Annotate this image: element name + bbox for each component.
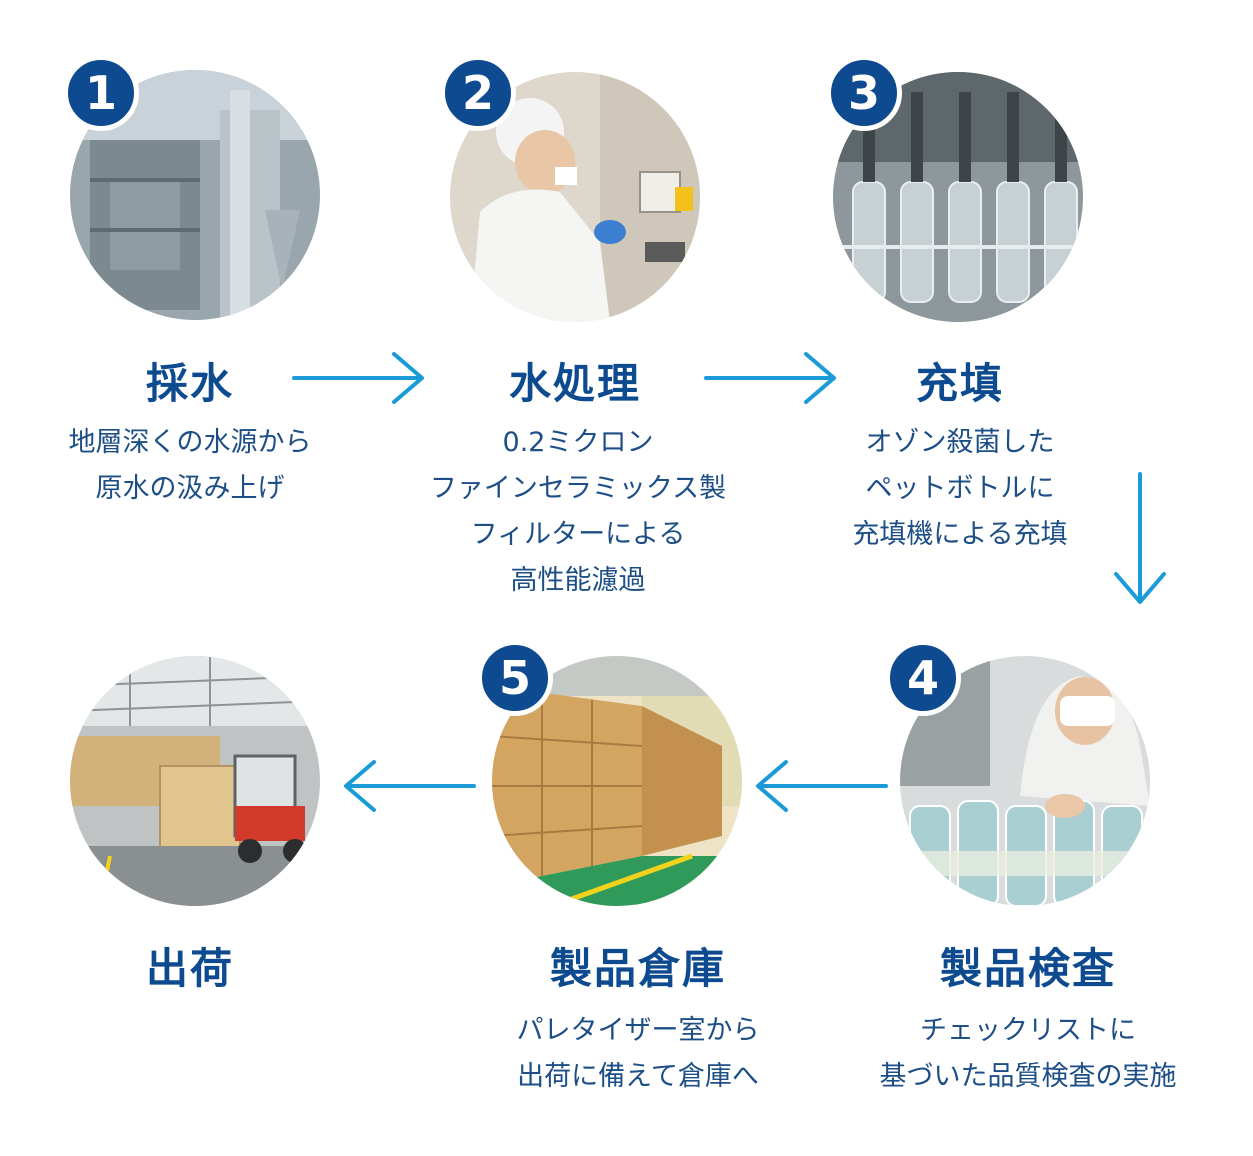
arrow-left-icon (756, 760, 888, 812)
arrow-left-icon (344, 760, 476, 812)
desc-line: ファインセラミックス製 (429, 473, 727, 504)
step-desc-water-intake: 地層深くの水源から 原水の汲み上げ (0, 420, 380, 512)
step-title-shipping: 出荷 (145, 944, 234, 993)
step-title-water-treatment: 水処理 (508, 359, 641, 408)
desc-line: チェックリストに (920, 1015, 1136, 1046)
desc-line: オゾン殺菌した (865, 427, 1055, 458)
desc-line: 出荷に備えて倉庫へ (517, 1061, 759, 1092)
desc-line: ペットボトルに (865, 473, 1055, 504)
step-number-badge-5: 5 (477, 640, 553, 716)
step-number-badge-3: 3 (826, 55, 902, 131)
step-title-product-inspection: 製品検査 (939, 944, 1116, 993)
desc-line: フィルターによる (470, 519, 686, 550)
step-title-product-warehouse: 製品倉庫 (549, 944, 726, 993)
step-number-badge-1: 1 (63, 55, 139, 131)
desc-line: 充填機による充填 (852, 519, 1068, 550)
step-number-badge-2: 2 (440, 55, 516, 131)
photo-product-warehouse (492, 656, 742, 906)
desc-line: 地層深くの水源から (68, 427, 312, 458)
desc-line: パレタイザー室から (516, 1015, 760, 1046)
step-title-water-intake: 採水 (145, 359, 234, 408)
desc-line: 原水の汲み上げ (95, 473, 285, 504)
desc-line: 高性能濾過 (510, 565, 646, 596)
desc-line: 基づいた品質検査の実施 (879, 1061, 1177, 1092)
desc-line: 0.2ミクロン (502, 427, 654, 458)
arrow-down-icon (1114, 472, 1166, 604)
arrow-right-icon (292, 352, 424, 404)
photo-shipping (70, 656, 320, 906)
step-number-badge-4: 4 (885, 640, 961, 716)
step-desc-product-warehouse: パレタイザー室から 出荷に備えて倉庫へ (448, 1008, 828, 1100)
step-title-filling: 充填 (915, 359, 1004, 408)
step-desc-product-inspection: チェックリストに 基づいた品質検査の実施 (838, 1008, 1218, 1100)
step-desc-water-treatment: 0.2ミクロン ファインセラミックス製 フィルターによる 高性能濾過 (388, 420, 768, 604)
step-desc-filling: オゾン殺菌した ペットボトルに 充填機による充填 (770, 420, 1150, 558)
arrow-right-icon (704, 352, 836, 404)
